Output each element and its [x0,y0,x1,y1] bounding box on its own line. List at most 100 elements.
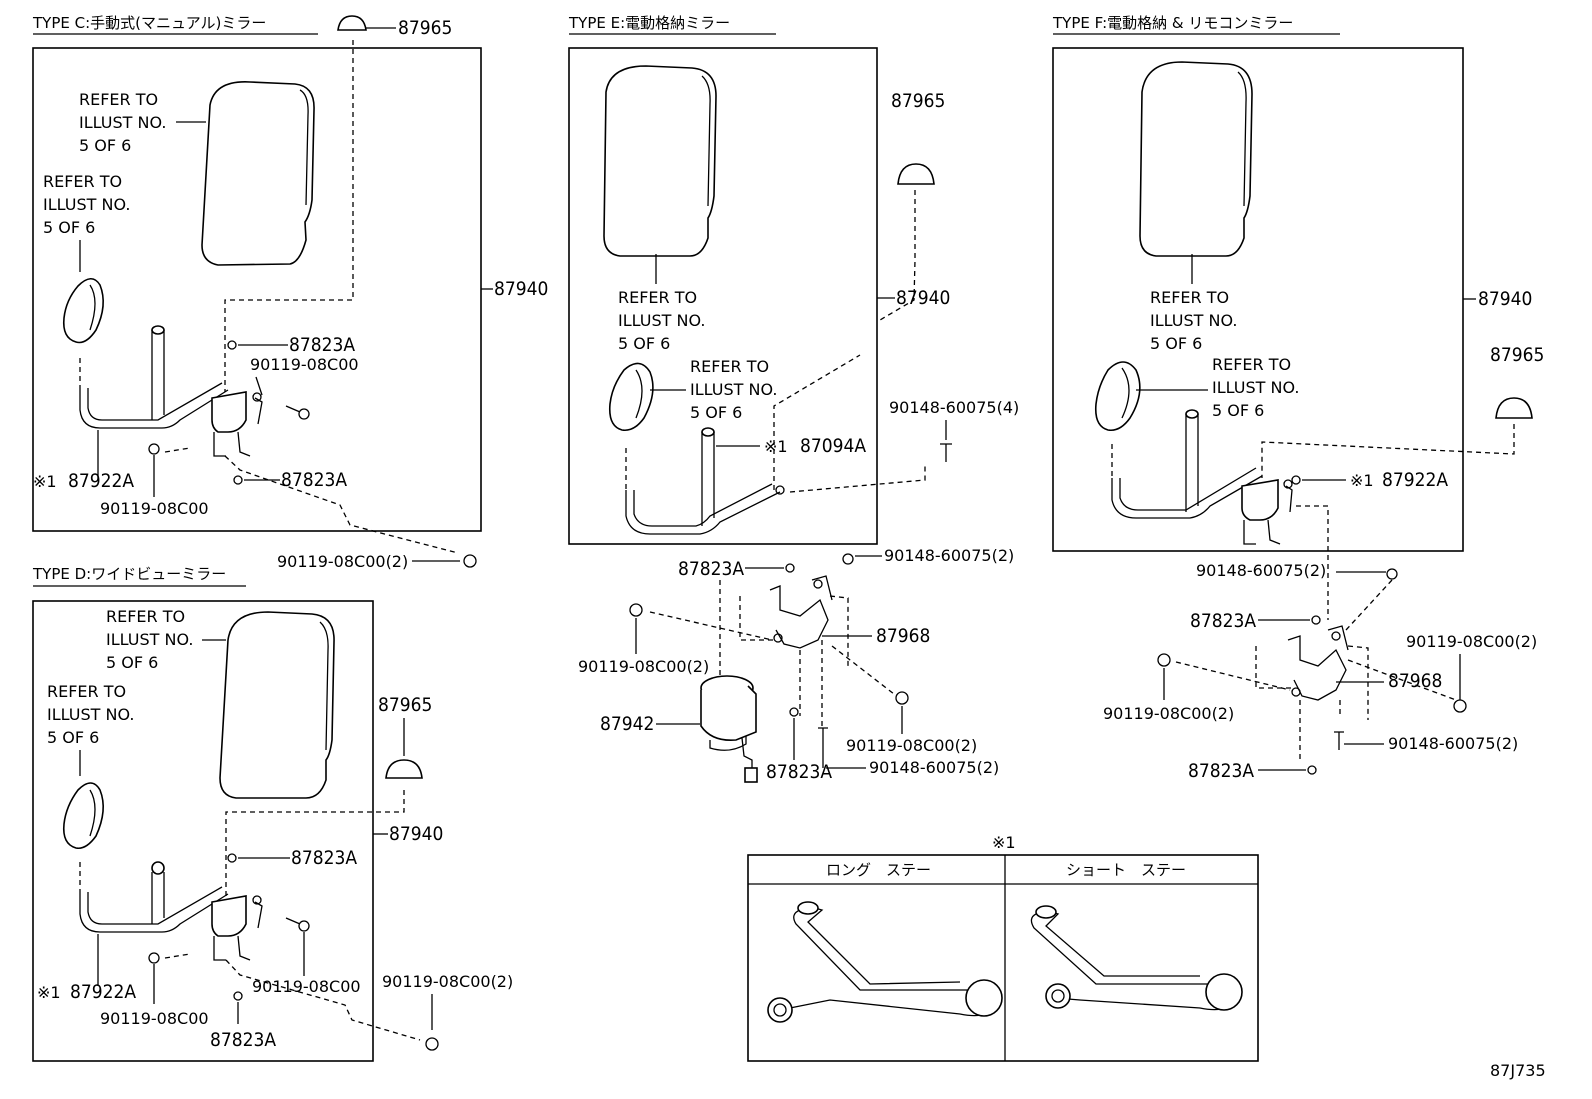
label-90119-d2: 90119-08C00 [100,1009,209,1028]
label-90119-c1: 90119-08C00 [250,355,359,374]
label-87922a-c: 87922A [68,470,134,492]
label-87823a-c1: 87823A [289,334,355,356]
label-90148x2-e1: 90148-60075(2) [884,546,1014,565]
short-stay-illustration [1030,905,1243,1011]
svg-text:REFER TO: REFER TO [47,682,126,701]
label-90148x4-e: 90148-60075(4) [889,398,1019,417]
stay-table-mark: ※1 [992,833,1016,852]
mirror-head-e [603,65,717,257]
mirror-head-f [1139,61,1253,257]
mirror-head [201,81,315,266]
label-90148x2-e2: 90148-60075(2) [869,758,999,777]
label-87965-d: 87965 [378,694,432,716]
svg-text:ILLUST NO.: ILLUST NO. [47,705,134,724]
panel-title-type-f: TYPE F:電動格納 & リモコンミラー [1052,14,1293,32]
small-mirror-f [1094,361,1141,432]
label-87965-f: 87965 [1490,344,1544,366]
panel-title-type-e: TYPE E:電動格納ミラー [568,14,730,32]
label-87823a-e1: 87823A [678,558,744,580]
label-87940-e: 87940 [896,287,950,309]
label-90148x2-f1: 90148-60075(2) [1196,561,1326,580]
label-87823a-d2: 87823A [210,1029,276,1051]
label-90119x2-e1: 90119-08C00(2) [578,657,709,676]
refer-note-d2: REFER TO ILLUST NO. 5 OF 6 [47,682,134,747]
svg-text:5 OF 6: 5 OF 6 [79,136,131,155]
panel-type-f: TYPE F:電動格納 & リモコンミラー REFER TO ILLUST NO… [1052,14,1544,782]
svg-text:REFER TO: REFER TO [1212,355,1291,374]
refer-note-d1: REFER TO ILLUST NO. 5 OF 6 [106,607,193,672]
svg-text:REFER TO: REFER TO [43,172,122,191]
svg-text:REFER TO: REFER TO [1150,288,1229,307]
label-90119x2-f1: 90119-08C00(2) [1406,632,1537,651]
panel-title-type-d: TYPE D:ワイドビューミラー [32,565,226,583]
refer-note-c1: REFER TO ILLUST NO. 5 OF 6 [79,90,166,155]
stay-long-label: ロング ステー [826,861,931,879]
label-90148x2-f2: 90148-60075(2) [1388,734,1518,753]
svg-text:ILLUST NO.: ILLUST NO. [106,630,193,649]
note-mark-f: ※1 [1350,471,1374,490]
panel-box-type-d [32,600,374,1062]
note-mark-e: ※1 [764,437,788,456]
panel-title-type-c: TYPE C:手動式(マニュアル)ミラー [32,14,266,32]
note-mark-c: ※1 [33,472,57,491]
svg-text:ILLUST NO.: ILLUST NO. [1150,311,1237,330]
label-90119-c2: 90119-08C00 [100,499,209,518]
note-mark-d: ※1 [37,983,61,1002]
label-90119x2-e2: 90119-08C00(2) [846,736,977,755]
label-87940-c: 87940 [494,278,548,300]
label-87965-c: 87965 [398,17,452,39]
svg-text:ILLUST NO.: ILLUST NO. [690,380,777,399]
svg-text:5 OF 6: 5 OF 6 [618,334,670,353]
motor-87942 [700,675,758,783]
label-90119-d1: 90119-08C00 [252,977,361,996]
label-90119x2-f2: 90119-08C00(2) [1103,704,1234,723]
small-mirror [62,277,104,344]
svg-text:REFER TO: REFER TO [690,357,769,376]
refer-note-e2: REFER TO ILLUST NO. 5 OF 6 [690,357,777,422]
label-87922a-d: 87922A [70,981,136,1003]
panel-type-e: TYPE E:電動格納ミラー REFER TO ILLUST NO. 5 OF … [568,14,1019,783]
svg-text:REFER TO: REFER TO [106,607,185,626]
stay-table: ※1 ロング ステー ショート ステー [747,833,1259,1062]
svg-text:5 OF 6: 5 OF 6 [1212,401,1264,420]
label-87965-e: 87965 [891,90,945,112]
label-87942-e: 87942 [600,713,654,735]
label-87823a-d1: 87823A [291,847,357,869]
svg-text:REFER TO: REFER TO [79,90,158,109]
svg-text:5 OF 6: 5 OF 6 [43,218,95,237]
label-87823a-f1: 87823A [1190,610,1256,632]
svg-text:5 OF 6: 5 OF 6 [106,653,158,672]
svg-text:ILLUST NO.: ILLUST NO. [43,195,130,214]
label-90119x2-c: 90119-08C00(2) [277,552,408,571]
refer-note-c2: REFER TO ILLUST NO. 5 OF 6 [43,172,130,237]
figure-code: 87J735 [1490,1061,1546,1080]
svg-text:5 OF 6: 5 OF 6 [47,728,99,747]
small-mirror-d [62,782,104,850]
svg-text:ILLUST NO.: ILLUST NO. [79,113,166,132]
label-87094a-e: 87094A [800,435,866,457]
label-90119x2-d: 90119-08C00(2) [382,972,513,991]
label-87823a-e2: 87823A [766,761,832,783]
stay-short-label: ショート ステー [1066,861,1186,879]
refer-note-e1: REFER TO ILLUST NO. 5 OF 6 [618,288,705,353]
label-87922a-f: 87922A [1382,469,1448,491]
label-87823a-f2: 87823A [1188,760,1254,782]
small-mirror-e [608,362,654,432]
panel-type-c: TYPE C:手動式(マニュアル)ミラー 87965 87940 REF [32,14,548,571]
label-87940-f: 87940 [1478,288,1532,310]
label-87968-e: 87968 [876,625,930,647]
long-stay-illustration [767,901,1003,1023]
refer-note-f2: REFER TO ILLUST NO. 5 OF 6 [1212,355,1299,420]
svg-text:5 OF 6: 5 OF 6 [690,403,742,422]
svg-text:ILLUST NO.: ILLUST NO. [618,311,705,330]
panel-box-type-e [568,47,878,545]
label-87940-d: 87940 [389,823,443,845]
label-87968-f: 87968 [1388,670,1442,692]
svg-text:ILLUST NO.: ILLUST NO. [1212,378,1299,397]
refer-note-f1: REFER TO ILLUST NO. 5 OF 6 [1150,288,1237,353]
svg-text:5 OF 6: 5 OF 6 [1150,334,1202,353]
mirror-head-d [219,611,335,799]
label-87823a-c2: 87823A [281,469,347,491]
svg-text:REFER TO: REFER TO [618,288,697,307]
